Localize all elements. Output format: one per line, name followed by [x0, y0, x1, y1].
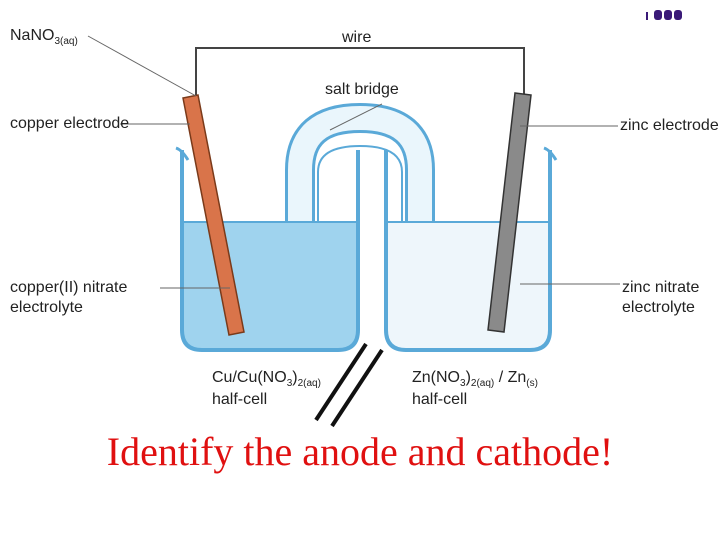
left-halfcell-label: Cu/Cu(NO3)2(aq) half-cell [212, 369, 321, 408]
wire [195, 47, 525, 96]
right-halfcell-label: Zn(NO3)2(aq) / Zn(s) half-cell [412, 369, 538, 408]
zinc-electrode [487, 92, 532, 333]
zinc-nitrate-label: zinc nitrate electrolyte [622, 279, 700, 316]
nano3-label: NaNO3(aq) [10, 27, 78, 47]
copper-electrode-label: copper electrode [10, 115, 130, 132]
copper-electrode [182, 94, 245, 336]
wire-label: wire [342, 29, 372, 46]
prompt-text: Identify the anode and cathode! [106, 429, 614, 474]
corner-mark-icon [646, 10, 682, 20]
salt-bridge-label: salt bridge [325, 81, 399, 98]
double-slash [314, 342, 384, 428]
zinc-electrode-label: zinc electrode [620, 117, 719, 134]
copper-nitrate-label: copper(II) nitrate electrolyte [10, 279, 128, 316]
leader-lines [87, 35, 620, 289]
